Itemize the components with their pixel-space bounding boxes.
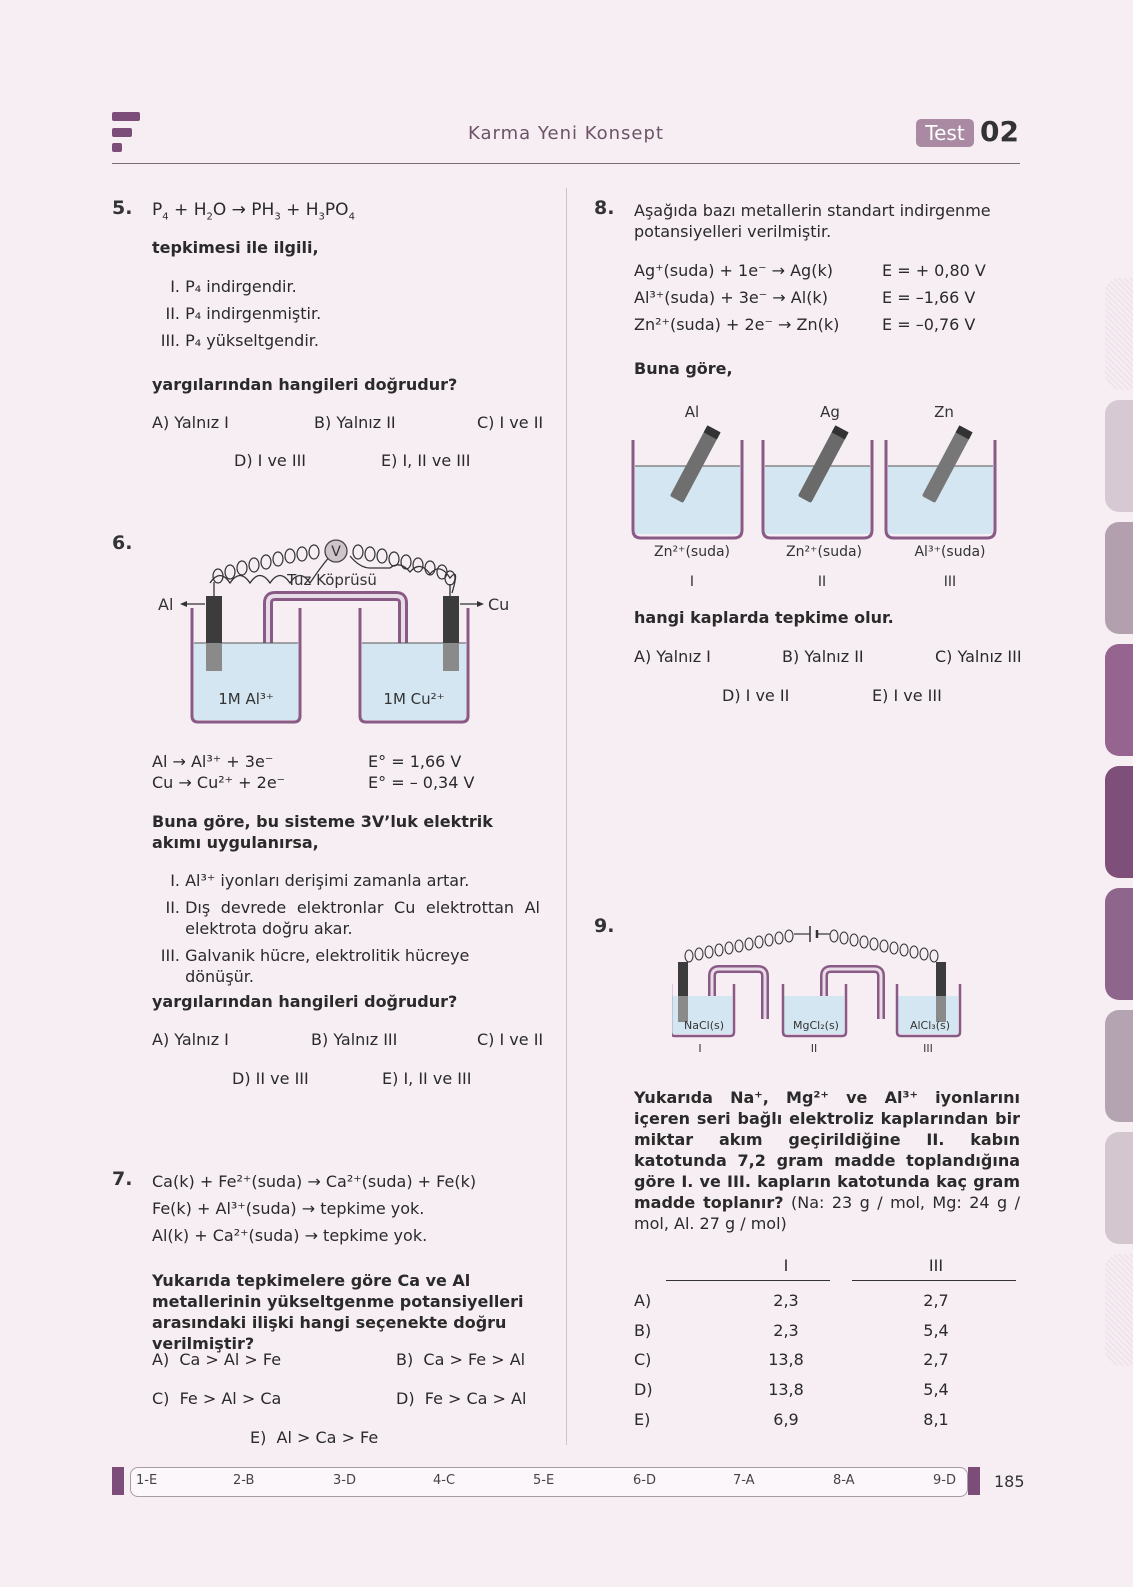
answer-4: 4-C: [433, 1473, 456, 1488]
q8-beaker-1-solution: Zn²⁺(suda): [654, 544, 730, 560]
q6-option-c[interactable]: C) I ve II: [477, 1030, 544, 1049]
q6-left-solution: 1M Al³⁺: [218, 690, 274, 708]
q6-potential-1: E° = 1,66 V: [368, 752, 462, 771]
q5-number: 5.: [112, 197, 133, 219]
q9-cell-2-solution: MgCl₂(s): [793, 1019, 839, 1032]
q9-electrolysis-diagram: NaCl(s) MgCl₂(s) AlCl₃(s) I II III: [672, 926, 962, 1055]
answer-8: 8-A: [833, 1473, 855, 1488]
q5-statements: I. P₄ indirgendir. II. P₄ indirgenmiştir…: [160, 277, 322, 350]
q8-beaker-1-roman: I: [690, 574, 694, 590]
q8-lead: Buna göre,: [634, 359, 733, 378]
header-divider: [112, 163, 1020, 164]
answer-2: 2-B: [233, 1473, 255, 1488]
q7-option-c[interactable]: C) Fe > Al > Ca: [152, 1389, 282, 1408]
q9-question-block: Yukarıda Na⁺, Mg²⁺ ve Al³⁺ iyonlarını iç…: [634, 1087, 1020, 1234]
q6-option-d[interactable]: D) II ve III: [232, 1069, 309, 1088]
page-number: 185: [994, 1472, 1025, 1491]
q9-number: 9.: [594, 915, 615, 937]
q6-galvanic-cell-diagram: V Tuz Köprüsü Al Cu 1M Al³⁺ 1M Cu²⁺: [158, 539, 509, 724]
q8-beaker-2-metal: Ag: [820, 403, 840, 421]
q5-option-e[interactable]: E) I, II ve III: [381, 451, 471, 470]
q5-option-a[interactable]: A) Yalnız I: [152, 413, 229, 432]
q6-option-e[interactable]: E) I, II ve III: [382, 1069, 472, 1088]
q8-option-b[interactable]: B) Yalnız II: [782, 647, 864, 666]
q8-potential-val-3: E = –0,76 V: [882, 315, 976, 334]
q9-question: Yukarıda Na⁺, Mg²⁺ ve Al³⁺ iyonlarını iç…: [634, 1088, 1020, 1212]
q9-cell-3-roman: III: [923, 1042, 933, 1055]
q5-option-c[interactable]: C) I ve II: [477, 413, 544, 432]
q8-option-e[interactable]: E) I ve III: [872, 686, 942, 705]
q8-option-d[interactable]: D) I ve II: [722, 686, 790, 705]
answer-7: 7-A: [733, 1473, 755, 1488]
answer-5: 5-E: [533, 1473, 555, 1488]
header-title: Karma Yeni Konsept: [468, 123, 664, 144]
q8-beakers-diagram: Al Ag Zn Zn²⁺(suda) Zn²⁺(suda) Al³⁺(suda…: [631, 403, 997, 590]
q5-question: yargılarından hangileri doğrudur?: [152, 375, 458, 394]
q8-beaker-3-roman: III: [944, 574, 956, 590]
q6-statements: I. Al³⁺ iyonları derişimi zamanla artar.…: [160, 871, 540, 986]
q6-reaction-2: Cu → Cu²⁺ + 2e⁻: [152, 773, 286, 792]
q5-option-d[interactable]: D) I ve III: [234, 451, 307, 470]
q8-potential-eq-1: Ag⁺(suda) + 1e⁻ → Ag(k): [634, 261, 833, 280]
q8-beaker-2-roman: II: [818, 574, 826, 590]
q9-cell-1-roman: I: [698, 1042, 701, 1055]
q5-option-b[interactable]: B) Yalnız II: [314, 413, 396, 432]
answer-3: 3-D: [333, 1473, 356, 1488]
q6-reaction-1: Al → Al³⁺ + 3e⁻: [152, 752, 274, 771]
q7-option-b[interactable]: B) Ca > Fe > Al: [396, 1350, 526, 1369]
q7-option-d[interactable]: D) Fe > Ca > Al: [396, 1389, 527, 1408]
answer-bar-right-cap: [968, 1467, 980, 1495]
q8-beaker-3-metal: Zn: [934, 403, 954, 421]
q8-option-a[interactable]: A) Yalnız I: [634, 647, 711, 666]
q7-option-e[interactable]: E) Al > Ca > Fe: [250, 1428, 379, 1447]
q8-beaker-1-metal: Al: [685, 403, 699, 421]
q7-question: Yukarıda tepkimelere göre Ca ve Al metal…: [152, 1271, 524, 1353]
q6-option-b[interactable]: B) Yalnız III: [311, 1030, 398, 1049]
q6-right-solution: 1M Cu²⁺: [383, 690, 444, 708]
q5-equation: P4 + H2O → PH3 + H3PO4: [152, 200, 355, 223]
q6-stem: Buna göre, bu sisteme 3V’luk elektrik ak…: [152, 812, 493, 852]
q9-cell-2-roman: II: [811, 1042, 818, 1055]
q6-left-metal: Al: [158, 595, 173, 614]
q8-option-c[interactable]: C) Yalnız III: [935, 647, 1022, 666]
q6-number: 6.: [112, 532, 133, 554]
q8-beaker-2-solution: Zn²⁺(suda): [786, 544, 862, 560]
q8-potential-val-1: E = + 0,80 V: [882, 261, 986, 280]
q9-table-header-2: III: [928, 1256, 944, 1275]
q6-voltmeter-label: V: [331, 544, 341, 560]
column-divider: [566, 188, 567, 1445]
q8-potential-eq-3: Zn²⁺(suda) + 2e⁻ → Zn(k): [634, 315, 840, 334]
answer-bar-left-cap: [112, 1467, 124, 1495]
q5-stem: tepkimesi ile ilgili,: [152, 238, 319, 257]
q8-intro: Aşağıda bazı metallerin standart indirge…: [634, 201, 991, 241]
answer-9: 9-D: [933, 1473, 956, 1488]
q6-salt-bridge-label: Tuz Köprüsü: [286, 571, 377, 589]
q7-reactions: Ca(k) + Fe²⁺(suda) → Ca²⁺(suda) + Fe(k) …: [152, 1172, 477, 1245]
q8-number: 8.: [594, 197, 615, 219]
q9-molar-masses: (Na: 23 g / mol, Mg: 24 g / mol, Al. 27 …: [634, 1193, 1020, 1233]
brand-logo: [112, 112, 142, 152]
q7-number: 7.: [112, 1168, 133, 1190]
q8-potential-eq-2: Al³⁺(suda) + 3e⁻ → Al(k): [634, 288, 828, 307]
answer-1: 1-E: [136, 1473, 158, 1488]
test-badge: Test: [916, 119, 974, 147]
q9-table-header-1: I: [783, 1256, 789, 1275]
q6-right-metal: Cu: [488, 595, 509, 614]
q8-potential-val-2: E = –1,66 V: [882, 288, 976, 307]
q6-potential-2: E° = – 0,34 V: [368, 773, 475, 792]
q8-question: hangi kaplarda tepkime olur.: [634, 608, 894, 627]
q7-option-a[interactable]: A) Ca > Al > Fe: [152, 1350, 282, 1369]
answer-key-bar: [130, 1467, 968, 1497]
test-number: 02: [980, 115, 1019, 148]
q9-cell-3-solution: AlCl₃(s): [910, 1019, 950, 1032]
q8-beaker-3-solution: Al³⁺(suda): [914, 544, 985, 560]
q9-cell-1-solution: NaCl(s): [684, 1019, 724, 1032]
q6-question: yargılarından hangileri doğrudur?: [152, 992, 458, 1011]
q6-option-a[interactable]: A) Yalnız I: [152, 1030, 229, 1049]
answer-6: 6-D: [633, 1473, 656, 1488]
